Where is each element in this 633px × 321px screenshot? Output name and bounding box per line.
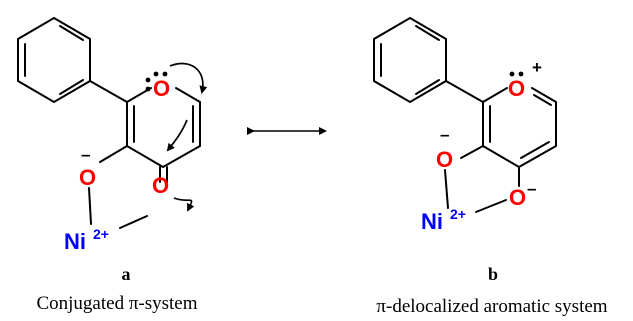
enolate-oxygen-a: O [79, 165, 96, 190]
nickel-charge-b: 2+ [450, 206, 466, 222]
label-b: b [488, 264, 498, 284]
structure-b: O + O – O – Ni 2+ b π-delocalized aromat… [373, 16, 608, 317]
phenyl-ring-b [373, 16, 447, 104]
oxygen-3-b: O [436, 147, 453, 172]
pyranone-ring-a [89, 80, 201, 183]
chelate-bonds-b [444, 169, 507, 213]
lone-pair-dots-a [145, 71, 168, 92]
chelate-bonds-a [88, 187, 148, 229]
nickel-b: Ni [421, 209, 443, 234]
ring-oxygen-charge-b: + [532, 58, 542, 77]
caption-b: π-delocalized aromatic system [376, 296, 607, 317]
carbonyl-oxygen-a: O [152, 173, 169, 198]
enolate-charge-a: – [81, 145, 90, 164]
label-a: a [122, 264, 131, 284]
curly-arrows-a [166, 62, 208, 212]
phenyl-ring-a [17, 16, 91, 104]
pyrylium-ring-b [445, 80, 557, 187]
caption-a: Conjugated π-system [36, 293, 197, 314]
ring-oxygen-b: O [508, 76, 525, 101]
nickel-a: Ni [64, 229, 86, 254]
lone-pair-dots-b [509, 71, 524, 77]
oxygen-4-b: O [509, 185, 526, 210]
structure-a: O O O – Ni 2+ a Conjugated π-system [17, 16, 208, 314]
oxygen-4-charge-b: – [527, 179, 536, 198]
oxygen-3-charge-b: – [440, 125, 449, 144]
nickel-charge-a: 2+ [93, 226, 109, 242]
ring-oxygen-a: O [153, 76, 170, 101]
